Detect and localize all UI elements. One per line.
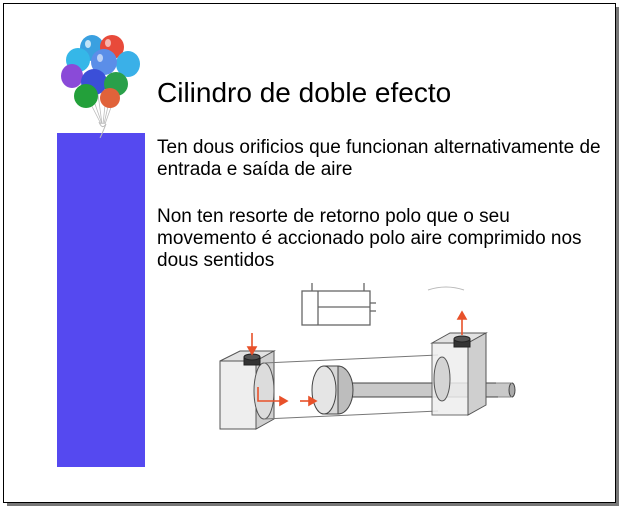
slide-shadow-right <box>616 7 619 505</box>
slide-shadow-bottom <box>7 503 619 506</box>
right-end-block <box>430 332 488 416</box>
slide-title: Cilindro de doble efecto <box>157 77 452 108</box>
airflow-arrows <box>246 310 468 407</box>
barrel <box>263 354 439 420</box>
double-acting-cylinder-illustration <box>219 283 516 430</box>
cylinder-symbol <box>301 283 376 326</box>
accent-bar <box>57 133 145 467</box>
balloon-bunch-icon <box>61 35 140 138</box>
paragraph-ports: Ten dous orificios que funcionan alterna… <box>157 137 601 180</box>
paragraph-no-spring: Non ten resorte de retorno polo que o se… <box>157 206 582 271</box>
